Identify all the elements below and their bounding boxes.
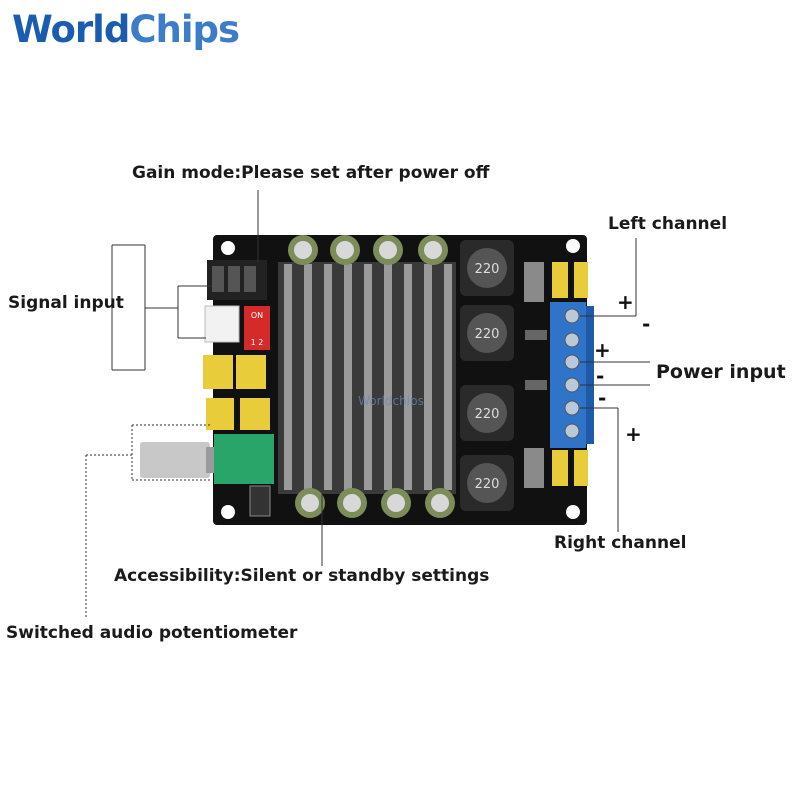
label-signal-input: Signal input xyxy=(8,293,124,313)
bottom-capacitors xyxy=(295,488,455,518)
inductor-mark: 220 xyxy=(475,477,500,492)
dip-switch xyxy=(244,306,270,350)
left-yellow-capacitors xyxy=(203,355,270,430)
annotation-lines xyxy=(111,190,650,566)
label-power-input: Power input xyxy=(656,361,786,383)
label-right-channel: Right channel xyxy=(554,533,687,553)
dip-mark-numbers: 1 2 xyxy=(251,338,264,347)
inductors xyxy=(460,240,514,511)
terminal-block xyxy=(550,302,594,448)
left-channel-minus: - xyxy=(642,312,651,336)
mount-hole xyxy=(566,239,580,253)
heatsink xyxy=(278,262,456,494)
mount-hole xyxy=(566,505,580,519)
top-capacitors xyxy=(288,235,448,265)
dip-mark-on: ON xyxy=(251,311,263,320)
board-watermark: Worldchips xyxy=(358,394,424,408)
power-input-minus: - xyxy=(596,364,605,388)
label-accessibility: Accessibility:Silent or standby settings xyxy=(114,566,490,586)
potentiometer-bracket xyxy=(85,424,212,618)
potentiometer xyxy=(140,434,274,484)
inductor-mark: 220 xyxy=(475,407,500,422)
inductor-mark: 220 xyxy=(475,262,500,277)
logo-part-world: World xyxy=(12,8,130,51)
small-header xyxy=(249,485,271,517)
signal-connector xyxy=(204,305,240,343)
right-channel-plus: + xyxy=(625,422,642,446)
power-input-plus: + xyxy=(594,338,611,362)
right-channel-minus: - xyxy=(598,386,607,410)
left-channel-plus: + xyxy=(617,290,634,314)
label-potentiometer: Switched audio potentiometer xyxy=(6,623,298,643)
input-jack xyxy=(207,260,267,300)
right-components xyxy=(524,262,588,488)
label-gain-mode: Gain mode:Please set after power off xyxy=(132,163,490,183)
inductor-mark: 220 xyxy=(475,327,500,342)
mount-hole xyxy=(221,505,235,519)
logo-part-chips: Chips xyxy=(129,8,240,51)
world-chips-logo: WorldChips xyxy=(12,8,240,52)
mount-hole xyxy=(221,241,235,255)
label-left-channel: Left channel xyxy=(608,214,728,234)
